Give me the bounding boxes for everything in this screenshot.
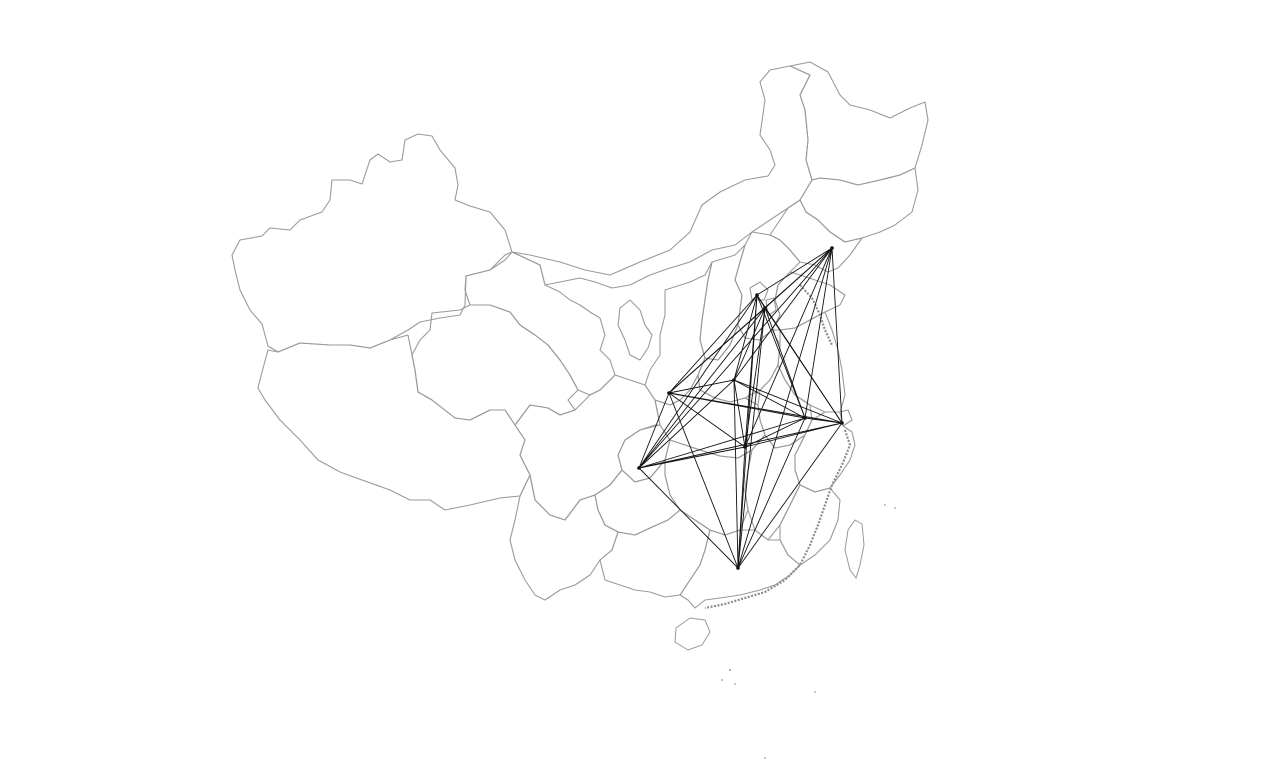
network-edge — [756, 247, 833, 296]
province-ningxia — [617, 299, 653, 361]
network-edge — [668, 392, 746, 448]
network-edge — [638, 294, 758, 469]
city-node — [763, 306, 767, 310]
network-edge — [764, 307, 806, 419]
province-guangdong — [679, 529, 801, 609]
network-edge — [668, 392, 843, 424]
city-node — [803, 416, 807, 420]
network-edge — [744, 307, 766, 448]
network-edge — [804, 247, 833, 419]
network-edge — [638, 417, 806, 469]
province-yunnan — [509, 474, 619, 601]
province-guizhou — [594, 459, 681, 536]
province-inner-mongolia — [511, 65, 813, 289]
network-edge — [831, 247, 843, 424]
city-node — [637, 466, 641, 470]
network-edge — [638, 392, 670, 469]
province-heilongjiang — [789, 61, 929, 186]
network-edge — [638, 467, 739, 569]
province-hebei — [734, 231, 801, 341]
province-sichuan — [514, 374, 661, 521]
province-taiwan — [844, 519, 865, 580]
network-edge — [668, 379, 735, 394]
city-node — [667, 391, 671, 395]
bohai-coast — [799, 284, 833, 346]
network-edges — [638, 247, 843, 569]
network-edge — [737, 307, 766, 569]
province-jilin — [799, 167, 919, 243]
network-edge — [737, 417, 806, 569]
network-edge — [744, 247, 833, 448]
city-node — [732, 378, 736, 382]
network-edge — [733, 379, 739, 569]
province-tibet — [257, 334, 531, 511]
network-edge — [737, 446, 746, 569]
province-beijing — [749, 281, 769, 301]
network-edge — [638, 446, 746, 469]
network-edge — [756, 294, 806, 419]
network-edge — [737, 422, 843, 569]
network-edge — [638, 247, 833, 469]
coastline-islands — [704, 284, 896, 759]
city-node — [840, 421, 844, 425]
network-edge — [733, 307, 766, 381]
network-edge — [733, 379, 746, 448]
network-edge — [638, 379, 735, 469]
network-edge — [804, 417, 843, 424]
network-edge — [668, 307, 766, 394]
province-xinjiang — [231, 133, 513, 353]
province-hainan — [674, 617, 711, 651]
province-qinghai — [411, 304, 579, 426]
province-shaanxi — [644, 261, 713, 406]
network-edge — [733, 247, 833, 381]
city-node — [830, 246, 834, 250]
network-edge — [638, 422, 843, 469]
province-boundaries — [231, 61, 929, 651]
province-gansu — [464, 251, 616, 396]
network-edge — [733, 379, 843, 424]
city-node — [736, 566, 740, 570]
city-node — [755, 293, 759, 297]
network-nodes — [637, 246, 844, 570]
network-edge — [737, 247, 833, 569]
network-edge — [733, 379, 806, 419]
network-edge — [733, 294, 758, 381]
network-edge — [668, 392, 739, 569]
network-edge — [764, 307, 843, 424]
network-edge — [668, 294, 758, 394]
province-shanxi — [699, 244, 746, 361]
east-coast-islands — [704, 429, 852, 610]
network-edge — [638, 307, 766, 469]
city-node — [743, 445, 747, 449]
